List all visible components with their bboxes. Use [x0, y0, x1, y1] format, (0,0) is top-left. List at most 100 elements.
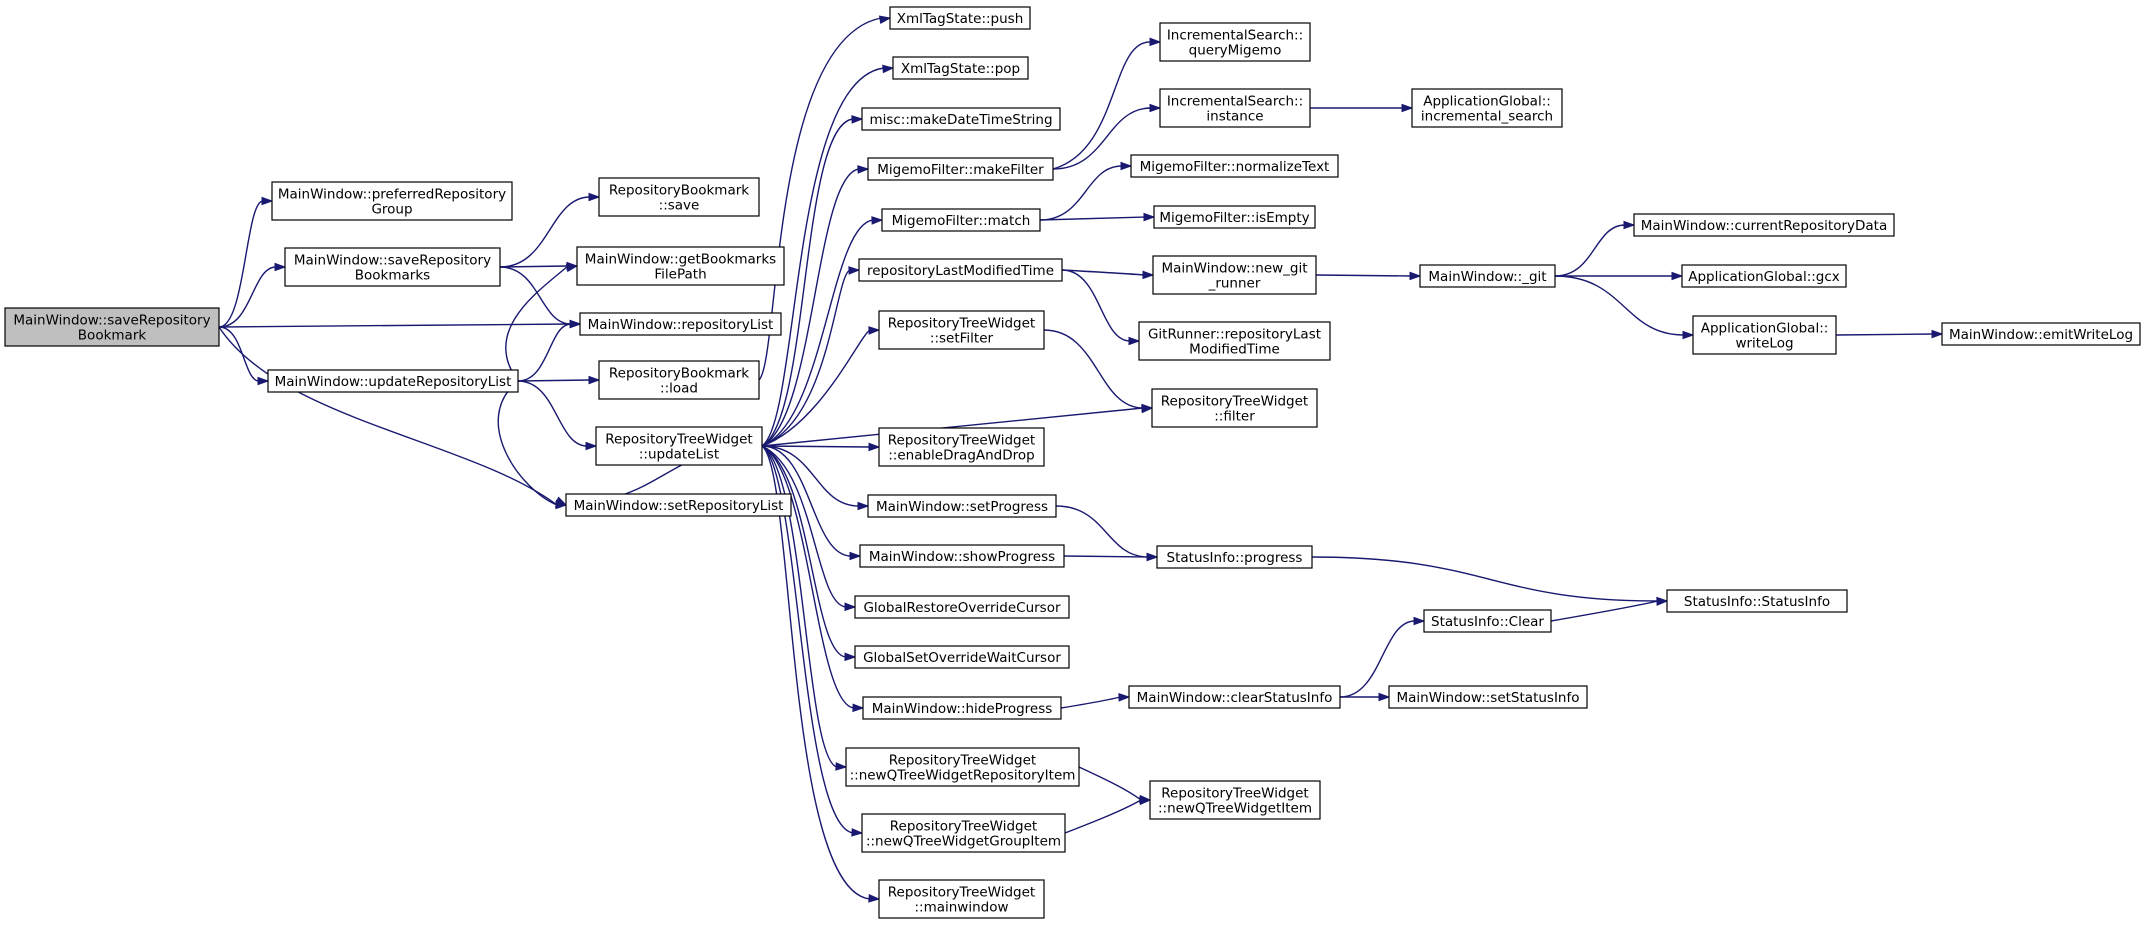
node-siProgress[interactable]: StatusInfo::progress	[1156, 545, 1313, 569]
edge-line	[1550, 600, 1659, 622]
edge-line	[1835, 333, 1934, 336]
edge-arrowhead	[1118, 692, 1131, 702]
node-label: ::updateList	[639, 447, 719, 463]
edge-updateRepoList-to-repositoryList	[517, 319, 582, 382]
edge-arrowhead	[261, 196, 274, 206]
node-box	[598, 177, 760, 217]
edge-line	[1554, 275, 1685, 336]
node-setRepositoryList[interactable]: MainWindow::setRepositoryList	[565, 493, 792, 517]
node-mfIsEmpty[interactable]: MigemoFilter::isEmpty	[1153, 205, 1316, 229]
node-label: Group	[371, 202, 412, 218]
edge-arrowhead	[848, 266, 861, 275]
node-newQTreeItem[interactable]: RepositoryTreeWidget::newQTreeWidgetItem	[1149, 780, 1321, 820]
node-emitWriteLog[interactable]: MainWindow::emitWriteLog	[1941, 322, 2141, 346]
node-rbSave[interactable]: RepositoryBookmark::save	[598, 177, 760, 217]
node-currentRepoData[interactable]: MainWindow::currentRepositoryData	[1633, 213, 1895, 237]
edge-updateRepoList-to-rbLoad	[517, 375, 601, 385]
node-agGcx[interactable]: ApplicationGlobal::gcx	[1681, 264, 1847, 288]
node-newRepoItem[interactable]: RepositoryTreeWidget::newQTreeWidgetRepo…	[845, 747, 1080, 787]
edge-line	[218, 200, 264, 328]
node-label: MainWindow::saveRepository	[294, 253, 491, 269]
node-siClear[interactable]: StatusInfo::Clear	[1423, 609, 1552, 633]
node-mwGit[interactable]: MainWindow::_git	[1419, 264, 1556, 288]
node-label: IncrementalSearch::	[1167, 28, 1303, 44]
node-setProgress[interactable]: MainWindow::setProgress	[867, 494, 1057, 518]
node-label: MainWindow::emitWriteLog	[1949, 327, 2133, 343]
node-label: _runner	[1208, 276, 1261, 292]
node-box	[889, 6, 1031, 30]
node-updateRepoList[interactable]: MainWindow::updateRepositoryList	[267, 369, 519, 393]
node-newGroupItem[interactable]: RepositoryTreeWidget::newQTreeWidgetGrou…	[861, 813, 1066, 853]
node-box	[271, 181, 513, 221]
node-setStatusInfo[interactable]: MainWindow::setStatusInfo	[1388, 685, 1588, 709]
node-label: ::newQTreeWidgetRepositoryItem	[850, 768, 1076, 784]
node-rbLoad[interactable]: RepositoryBookmark::load	[598, 360, 760, 400]
node-label: RepositoryTreeWidget	[888, 316, 1035, 332]
node-normalizeText[interactable]: MigemoFilter::normalizeText	[1130, 154, 1339, 178]
node-label: GitRunner::repositoryLast	[1148, 327, 1321, 343]
edge-arrowhead	[1141, 403, 1154, 413]
edge-line	[1064, 799, 1142, 834]
node-agIncSearch[interactable]: ApplicationGlobal::incremental_search	[1411, 88, 1563, 128]
node-label: ::setFilter	[930, 331, 994, 347]
node-hideProgress[interactable]: MainWindow::hideProgress	[862, 696, 1062, 720]
edge-arrowhead	[882, 64, 895, 74]
node-rtwSetFilter[interactable]: RepositoryTreeWidget::setFilter	[878, 310, 1045, 350]
edge-line	[761, 445, 871, 448]
node-isQueryMigemo[interactable]: IncrementalSearch::queryMigemo	[1159, 22, 1311, 62]
node-clearStatusInfo[interactable]: MainWindow::clearStatusInfo	[1128, 685, 1341, 709]
edge-updateRepoList-to-setRepositoryList	[497, 380, 568, 509]
node-grLastModified[interactable]: GitRunner::repositoryLastModifiedTime	[1138, 321, 1331, 361]
node-globalRestore[interactable]: GlobalRestoreOverrideCursor	[854, 595, 1070, 619]
node-showProgress[interactable]: MainWindow::showProgress	[859, 544, 1065, 568]
node-rtwFilter[interactable]: RepositoryTreeWidget::filter	[1151, 388, 1318, 428]
node-mfMatch[interactable]: MigemoFilter::match	[881, 208, 1041, 232]
node-repoLastModified[interactable]: repositoryLastModifiedTime	[858, 258, 1063, 282]
node-makeFilter[interactable]: MigemoFilter::makeFilter	[867, 157, 1054, 181]
edge-line	[761, 445, 855, 709]
node-makeDateTimeString[interactable]: misc::makeDateTimeString	[861, 107, 1061, 131]
node-label: RepositoryTreeWidget	[1161, 394, 1308, 410]
edge-arrowhead	[1409, 271, 1422, 281]
edge-arrowhead	[588, 375, 601, 385]
node-label: ApplicationGlobal::	[1423, 94, 1551, 110]
node-rtwUpdateList[interactable]: RepositoryTreeWidget::updateList	[595, 426, 763, 466]
node-newGitRunner[interactable]: MainWindow::new_git_runner	[1152, 255, 1317, 295]
node-isInstance[interactable]: IncrementalSearch::instance	[1159, 88, 1311, 128]
node-box	[854, 645, 1070, 669]
edge-line	[1061, 269, 1145, 276]
node-label: RepositoryBookmark	[609, 183, 749, 199]
node-globalSetWait[interactable]: GlobalSetOverrideWaitCursor	[854, 645, 1070, 669]
node-box	[861, 107, 1061, 131]
node-xmlPop[interactable]: XmlTagState::pop	[892, 56, 1029, 80]
node-xmlPush[interactable]: XmlTagState::push	[889, 6, 1031, 30]
node-repositoryList[interactable]: MainWindow::repositoryList	[579, 312, 782, 336]
node-agWriteLog[interactable]: ApplicationGlobal::writeLog	[1692, 315, 1837, 355]
node-label: Bookmark	[78, 328, 147, 344]
edge-line	[1039, 165, 1123, 221]
edge-line	[761, 329, 871, 447]
node-label: MainWindow::setStatusInfo	[1396, 690, 1579, 706]
node-rtwEnableDnD[interactable]: RepositoryTreeWidget::enableDragAndDrop	[878, 427, 1045, 467]
edge-siProgress-to-siStatusInfo	[1311, 556, 1669, 606]
node-label: MigemoFilter::match	[892, 213, 1031, 229]
edge-setProgress-to-siProgress	[1055, 505, 1159, 562]
node-label: MainWindow::new_git	[1161, 261, 1307, 277]
edge-line	[761, 445, 847, 608]
edge-arrowhead	[1682, 330, 1695, 340]
node-label: MainWindow::updateRepositoryList	[275, 374, 512, 390]
edge-arrowhead	[1413, 616, 1426, 626]
node-box	[1138, 321, 1331, 361]
node-label: ::newQTreeWidgetGroupItem	[866, 834, 1061, 850]
node-siStatusInfo[interactable]: StatusInfo::StatusInfo	[1666, 589, 1848, 613]
node-box	[862, 696, 1062, 720]
node-rtwMainwindow[interactable]: RepositoryTreeWidget::mainwindow	[878, 879, 1045, 919]
edge-rtwUpdateList-to-rtwSetFilter	[761, 326, 881, 447]
edge-root-to-saveRepoBookmarks	[218, 262, 287, 328]
node-label: ::filter	[1214, 409, 1255, 425]
